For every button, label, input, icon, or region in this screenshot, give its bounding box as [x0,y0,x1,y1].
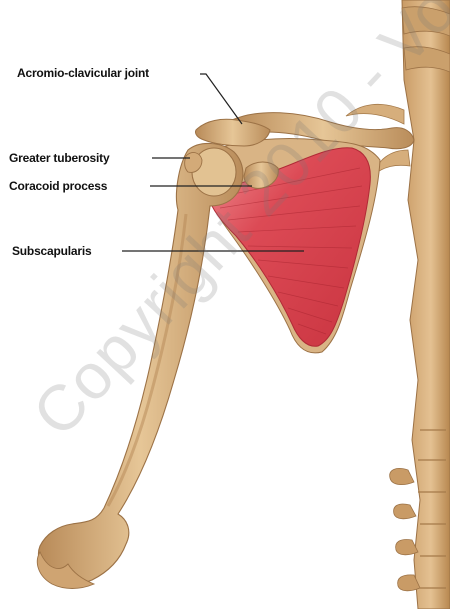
label-coracoid-process: Coracoid process [9,179,107,193]
label-subscapularis: Subscapularis [12,244,91,258]
leader-line-acromio-clavicular [200,74,242,124]
label-greater-tuberosity: Greater tuberosity [9,151,109,165]
label-acromio-clavicular-joint: Acromio-clavicular joint [17,66,149,80]
